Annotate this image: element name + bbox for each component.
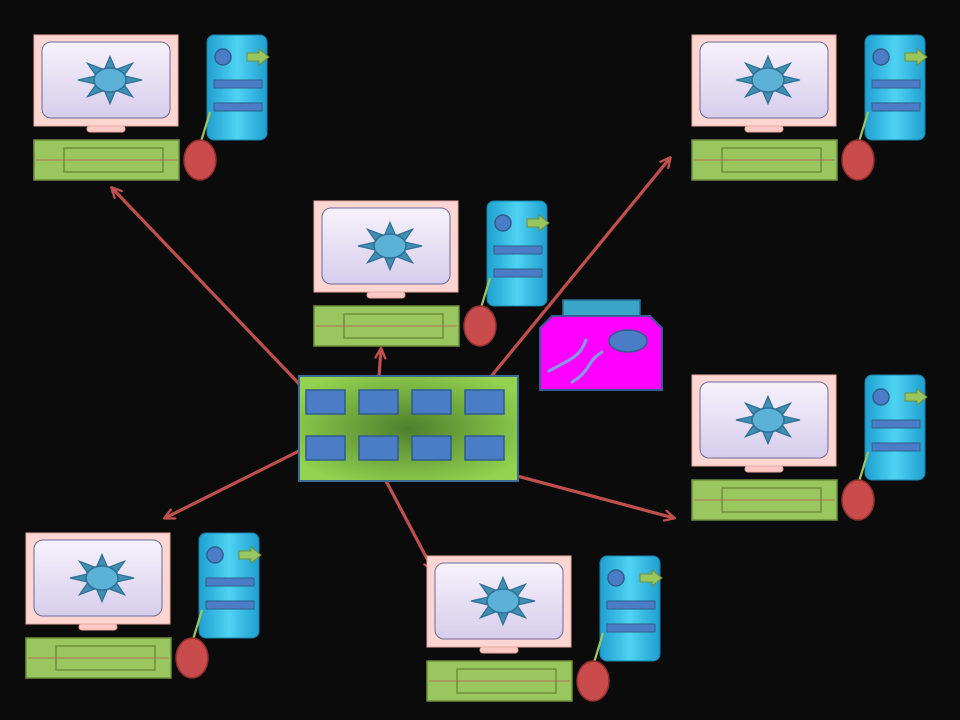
computer-tower (486, 200, 550, 307)
printer-cable (547, 338, 588, 373)
drive-bay (606, 623, 656, 633)
switch-port (305, 435, 346, 461)
switch-port (464, 435, 505, 461)
computer-tower (864, 34, 928, 141)
drive-bay (493, 245, 543, 255)
mouse (183, 111, 217, 181)
mouse (841, 451, 875, 521)
mouse (576, 632, 610, 702)
arrow-right-icon (246, 47, 270, 67)
link-top-left (112, 188, 307, 392)
arrow-right-icon (904, 387, 928, 407)
switch-port (464, 389, 505, 415)
arrow-right-icon (904, 47, 928, 67)
keyboard (33, 139, 180, 181)
mouse (175, 609, 209, 679)
monitor (313, 200, 459, 299)
monitor (691, 34, 837, 133)
printer-button (608, 329, 648, 353)
computer-tower (864, 374, 928, 481)
drive-bay (493, 268, 543, 278)
drive-bay (871, 419, 921, 429)
power-button (872, 388, 890, 406)
switch-port (411, 389, 452, 415)
arrow-right-icon (526, 213, 550, 233)
drive-bay (213, 102, 263, 112)
printer-cable (570, 350, 604, 384)
monitor (426, 555, 572, 654)
drive-bay (606, 600, 656, 610)
drive-bay (871, 79, 921, 89)
keyboard (691, 139, 838, 181)
power-button (206, 546, 224, 564)
switch-port (305, 389, 346, 415)
drive-bay (871, 102, 921, 112)
computer-bottom-center[interactable] (426, 555, 663, 702)
computer-tower (198, 532, 262, 639)
computer-top-right[interactable] (691, 34, 928, 181)
switch-port (358, 389, 399, 415)
monitor (25, 532, 171, 631)
keyboard (691, 479, 838, 521)
mouse (841, 111, 875, 181)
keyboard (426, 660, 573, 702)
power-button (872, 48, 890, 66)
mouse (463, 277, 497, 347)
computer-tower (206, 34, 270, 141)
computer-center[interactable] (313, 200, 550, 347)
switch-port (411, 435, 452, 461)
link-bottom-left (165, 446, 306, 518)
printer[interactable] (539, 299, 663, 391)
computer-tower (599, 555, 663, 662)
power-button (494, 214, 512, 232)
link-top-right (478, 158, 670, 392)
monitor (33, 34, 179, 133)
switch-ports (305, 389, 505, 461)
arrow-right-icon (238, 545, 262, 565)
drive-bay (205, 600, 255, 610)
network-switch[interactable] (298, 375, 519, 482)
keyboard (25, 637, 172, 679)
switch-port (358, 435, 399, 461)
monitor (691, 374, 837, 473)
drive-bay (205, 577, 255, 587)
computer-bottom-left[interactable] (25, 532, 262, 679)
computer-middle-right[interactable] (691, 374, 928, 521)
power-button (214, 48, 232, 66)
drive-bay (213, 79, 263, 89)
keyboard (313, 305, 460, 347)
computer-nodes (25, 34, 928, 702)
power-button (607, 569, 625, 587)
drive-bay (871, 442, 921, 452)
arrow-right-icon (639, 568, 663, 588)
computer-top-left[interactable] (33, 34, 270, 181)
